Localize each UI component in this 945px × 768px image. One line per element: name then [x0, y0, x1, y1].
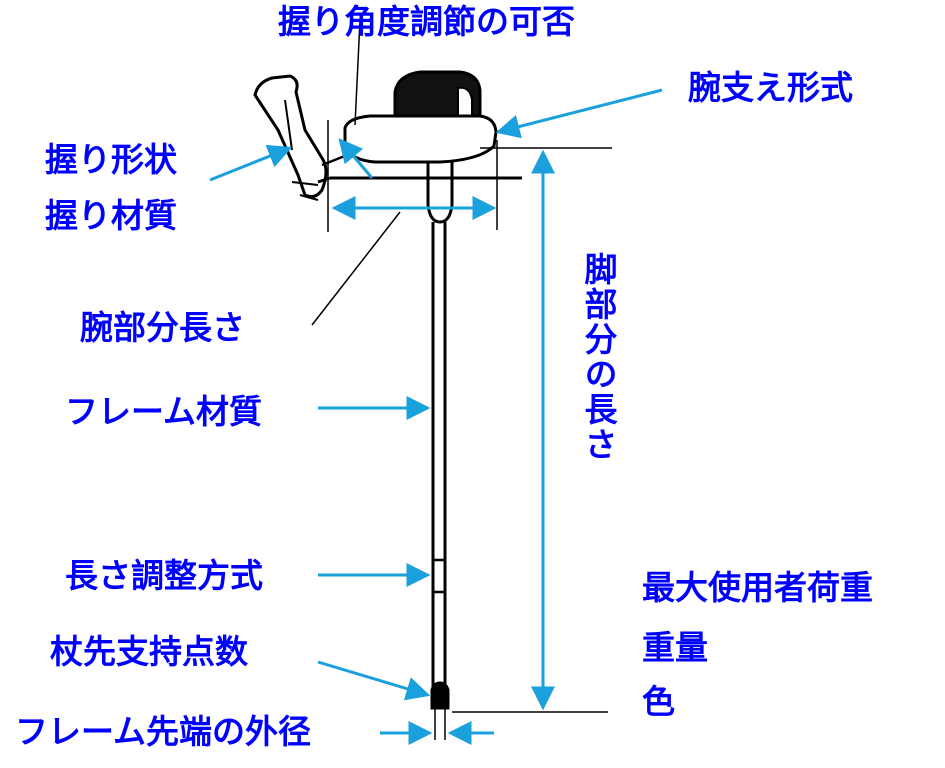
- label-leg-length: 脚部分の長さ: [579, 252, 618, 462]
- label-arm-length: 腕部分長さ: [80, 308, 245, 347]
- label-arm-support: 腕支え形式: [688, 68, 853, 107]
- label-max-load: 最大使用者荷重: [642, 568, 873, 607]
- label-grip-material: 握り材質: [45, 196, 177, 235]
- crutch-illustration: [253, 70, 522, 740]
- label-length-adjust: 長さ調整方式: [65, 556, 263, 595]
- label-tip-points: 杖先支持点数: [50, 632, 248, 671]
- label-grip-shape: 握り形状: [45, 140, 177, 179]
- pointer-arrows: [209, 88, 663, 745]
- label-tip-diameter: フレーム先端の外径: [15, 712, 312, 751]
- dimension-lines: [311, 19, 612, 713]
- label-grip-angle: 握り角度調節の可否: [278, 2, 575, 41]
- label-frame-material: フレーム材質: [65, 392, 263, 431]
- label-weight: 重量: [642, 628, 708, 667]
- label-color: 色: [642, 682, 675, 721]
